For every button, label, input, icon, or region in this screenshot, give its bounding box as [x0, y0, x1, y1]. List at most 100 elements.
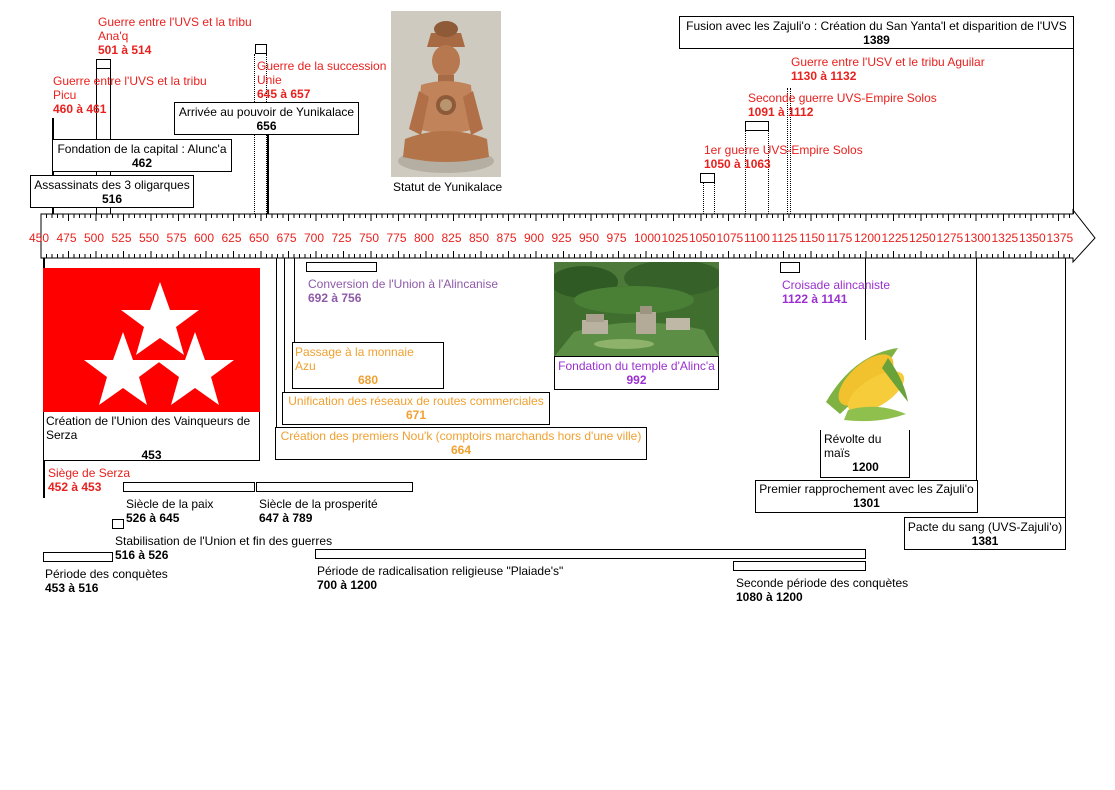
connector-line — [703, 182, 704, 214]
axis-tick-label: 650 — [249, 231, 270, 245]
event-title: Guerre de la succession Unie — [257, 59, 387, 87]
corn-icon — [826, 348, 908, 422]
axis-tick-label: 575 — [166, 231, 187, 245]
axis-tick-label: 600 — [194, 231, 215, 245]
period-title: Stabilisation de l'Union et fin des guer… — [115, 534, 333, 548]
period-conquetes2: Seconde période des conquètes 1080 à 120… — [736, 576, 936, 604]
period-years: 647 à 789 — [259, 511, 313, 525]
event-title: Arrivée au pouvoir de Yunikalace — [178, 105, 355, 119]
axis-tick-label: 525 — [111, 231, 132, 245]
connector-line — [745, 131, 746, 214]
event-croisade: Croisade alincaniste 1122 à 1141 — [782, 278, 932, 306]
event-span-marker — [306, 262, 377, 272]
event-oligarques: Assassinats des 3 oligarques 516 — [30, 175, 194, 208]
event-year: 1389 — [863, 33, 890, 47]
axis-tick-label: 900 — [524, 231, 545, 245]
connector-line — [976, 258, 977, 480]
axis-tick-label: 1025 — [661, 231, 689, 245]
period-bar — [43, 552, 113, 562]
axis-tick-label: 1050 — [689, 231, 716, 245]
axis-tick-label: 850 — [469, 231, 490, 245]
event-year: 656 — [256, 119, 277, 133]
three-stars-icon — [84, 282, 234, 405]
event-title: Passage à la monnaie Azu — [295, 345, 414, 373]
event-year: 992 — [626, 373, 647, 387]
event-title: Fondation de la capital : Alunc'a — [57, 142, 227, 156]
statue-figure-icon — [391, 11, 501, 177]
axis-tick-label: 1275 — [936, 231, 964, 245]
axis-tick-label: 925 — [551, 231, 572, 245]
connector-line — [294, 258, 295, 344]
axis-tick-label: 625 — [221, 231, 242, 245]
period-bar — [256, 482, 413, 492]
period-years: 526 à 645 — [126, 511, 180, 525]
event-years: 452 à 453 — [48, 480, 102, 494]
event-year: 462 — [131, 156, 153, 170]
corn-image — [818, 340, 910, 424]
period-title: Siècle de la paix — [126, 497, 214, 511]
axis-tick-label: 725 — [331, 231, 352, 245]
event-ana-q: Guerre entre l'UVS et la tribu Ana'q 501… — [98, 15, 268, 57]
period-bar — [112, 519, 124, 529]
axis-tick-label: 825 — [441, 231, 462, 245]
connector-line — [284, 258, 285, 416]
event-temple: Fondation du temple d'Alinc'a 992 — [554, 356, 719, 390]
event-routes: Unification des réseaux de routes commer… — [282, 392, 550, 425]
axis-tick-label: 975 — [606, 231, 627, 245]
event-year: 671 — [405, 408, 427, 422]
event-title: Siège de Serza — [48, 466, 131, 480]
event-title: Pacte du sang (UVS-Zajuli'o) — [907, 520, 1063, 534]
connector-line — [790, 88, 791, 214]
temple-image — [550, 260, 724, 357]
event-solos2: Seconde guerre UVS-Empire Solos 1091 à 1… — [748, 91, 1008, 119]
event-years: 1091 à 1112 — [748, 105, 814, 119]
event-fusion: Fusion avec les Zajuli'o : Création du S… — [679, 16, 1074, 49]
axis-tick-label: 1225 — [881, 231, 909, 245]
jungle-temple-icon — [550, 260, 724, 357]
event-years: 1122 à 1141 — [782, 292, 848, 306]
event-years: 501 à 514 — [98, 43, 152, 57]
axis-tick-label: 700 — [304, 231, 325, 245]
statue-image — [391, 11, 501, 177]
axis-tick-label: 1100 — [744, 231, 770, 245]
event-title: Guerre entre l'UVS et la tribu Ana'q — [98, 15, 252, 43]
connector-line — [768, 131, 769, 214]
period-bar — [733, 561, 866, 571]
event-picu: Guerre entre l'UVS et la tribu Picu 460 … — [53, 74, 223, 116]
axis-tick-label: 475 — [56, 231, 77, 245]
event-title: Fusion avec les Zajuli'o : Création du S… — [686, 19, 1067, 33]
axis-tick-label: 1075 — [716, 231, 744, 245]
event-title: Unification des réseaux de routes commer… — [288, 394, 544, 408]
axis-tick-label: 800 — [414, 231, 435, 245]
event-title: Assassinats des 3 oligarques — [34, 178, 190, 192]
event-title: Création des premiers Nou'k (comptoirs m… — [280, 429, 642, 443]
period-title: Période de radicalisation religieuse "Pl… — [317, 564, 564, 578]
axis-tick-label: 1200 — [854, 231, 881, 245]
event-aguilar: Guerre entre l'USV et le tribu Aguilar 1… — [791, 55, 1051, 83]
event-title: Guerre entre l'UVS et la tribu Picu — [53, 74, 207, 102]
axis-tick-label: 750 — [359, 231, 380, 245]
connector-line — [787, 88, 788, 214]
event-title: 1er guerre UVS-Empire Solos — [704, 143, 863, 157]
event-span-marker — [255, 44, 267, 54]
event-year: 453 — [141, 448, 162, 462]
period-years: 700 à 1200 — [317, 578, 378, 592]
event-creation-union: Création de l'Union des Vainqueurs de Se… — [43, 412, 260, 462]
event-capitale: Fondation de la capital : Alunc'a 462 — [52, 139, 232, 172]
period-title: Seconde période des conquètes — [736, 576, 909, 590]
axis-tick-label: 1375 — [1046, 231, 1074, 245]
period-title: Période des conquètes — [45, 567, 168, 581]
axis-tick-label: 950 — [579, 231, 600, 245]
axis-tick-label: 1175 — [826, 231, 853, 245]
event-succession: Guerre de la succession Unie 645 à 657 — [257, 59, 397, 101]
axis-tick-label: 1325 — [991, 231, 1019, 245]
period-prosperite: Siècle de la prosperité 647 à 789 — [259, 497, 409, 525]
statue-caption: Statut de Yunikalace — [393, 180, 503, 194]
event-title: Premier rapprochement avec les Zajuli'o — [759, 482, 974, 496]
event-year: 1200 — [852, 460, 879, 474]
axis-tick-label: 1250 — [909, 231, 936, 245]
period-plaiades: Période de radicalisation religieuse "Pl… — [317, 564, 617, 592]
connector-line — [1065, 258, 1066, 518]
event-span-marker — [780, 262, 800, 273]
